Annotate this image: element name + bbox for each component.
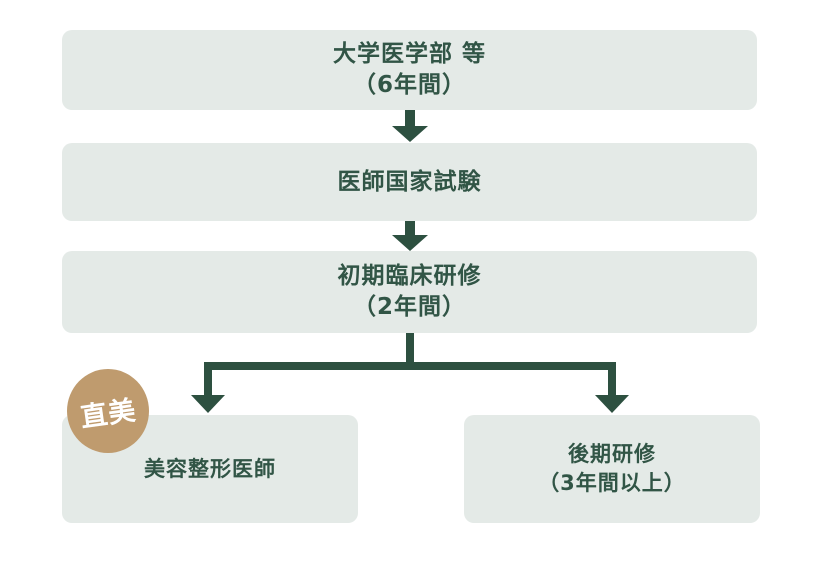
node-label-line1: 初期臨床研修 — [337, 263, 482, 289]
node-national-exam: 医師国家試験 — [62, 143, 757, 221]
arrow-head — [392, 235, 428, 251]
branch-connector — [190, 333, 630, 415]
node-label-line2: （3年間以上） — [538, 471, 686, 495]
arrow-stem — [405, 110, 415, 126]
chokubi-badge: 直美 — [67, 369, 149, 453]
node-label-line1: 後期研修 — [568, 442, 656, 466]
node-label-line2: （2年間） — [352, 294, 466, 320]
branch-connector-graphic — [191, 333, 629, 413]
node-label-line2: （6年間） — [352, 72, 466, 98]
arrow-head — [392, 126, 428, 142]
node-label-line1: 大学医学部 等 — [332, 41, 486, 67]
node-initial-training: 初期臨床研修 （2年間） — [62, 251, 757, 333]
down-arrow-icon — [392, 221, 428, 251]
node-medical-school: 大学医学部 等 （6年間） — [62, 30, 757, 110]
arrow-stem — [405, 221, 415, 235]
node-label-line1: 医師国家試験 — [337, 168, 482, 195]
node-label-line1: 美容整形医師 — [144, 456, 276, 481]
chokubi-badge-label: 直美 — [78, 394, 139, 434]
node-later-training: 後期研修 （3年間以上） — [464, 415, 760, 523]
down-arrow-icon — [392, 110, 428, 142]
